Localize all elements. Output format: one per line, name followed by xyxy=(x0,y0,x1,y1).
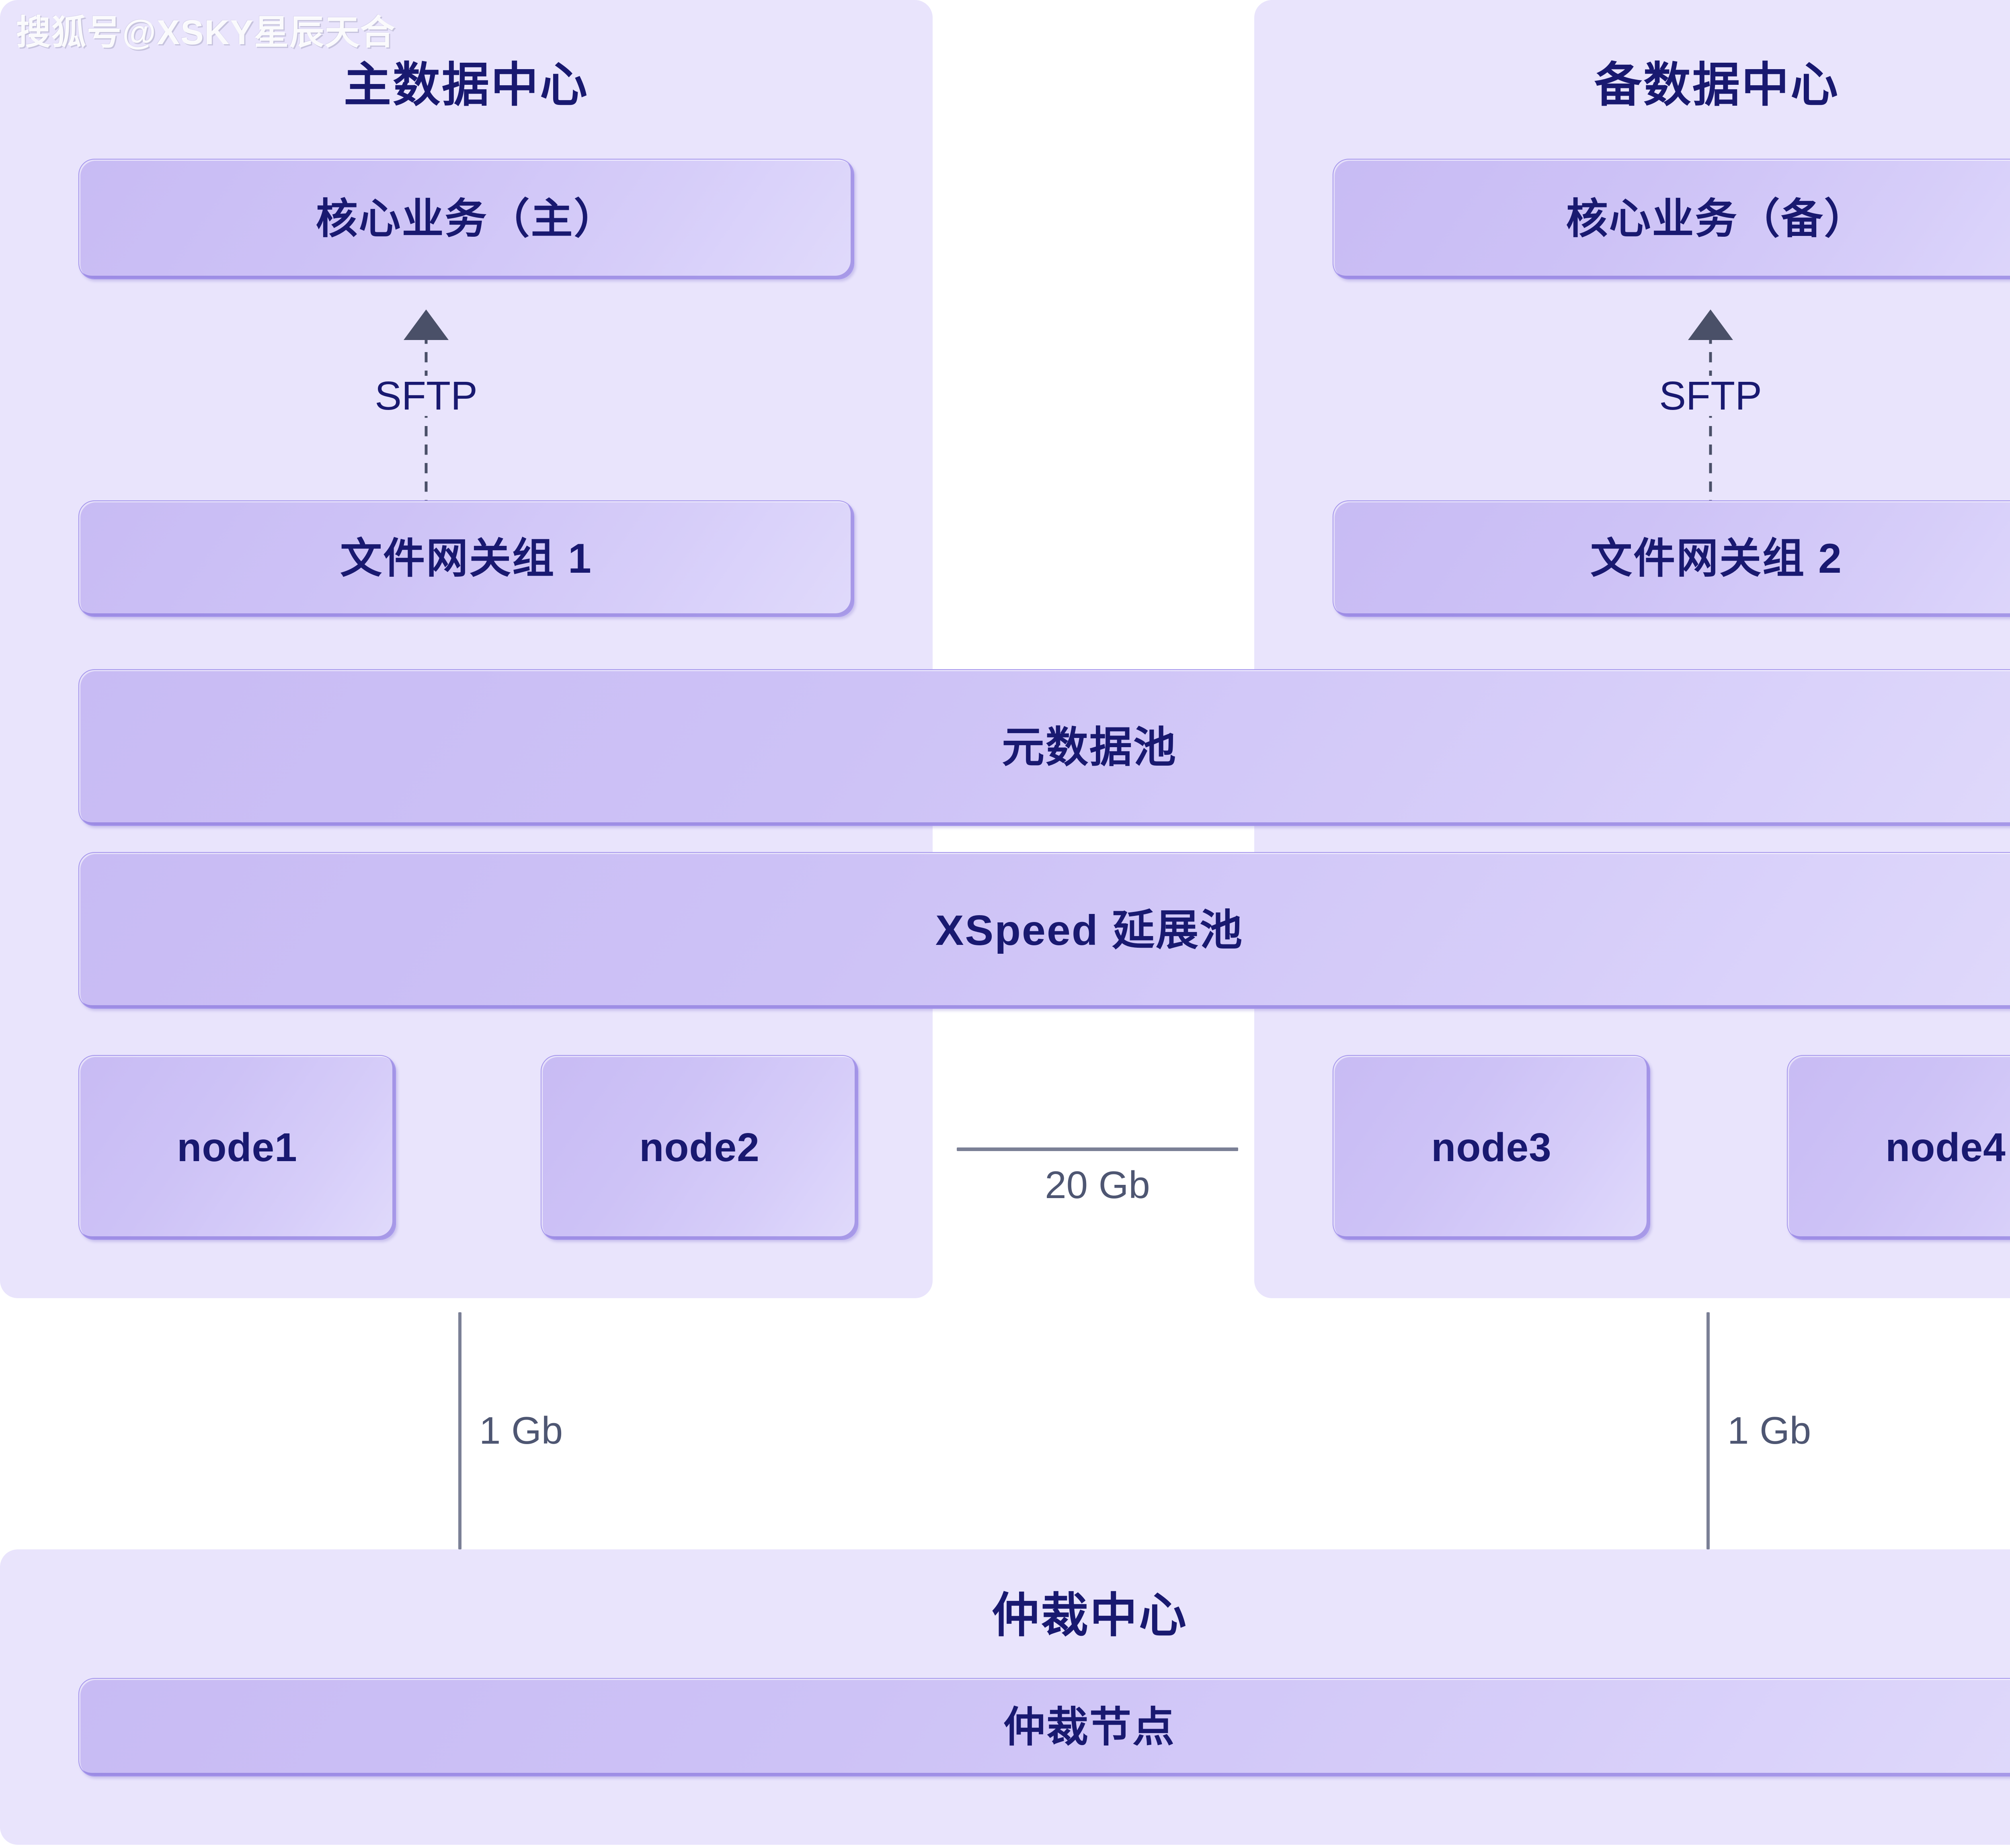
standby-to-arbiter-line xyxy=(1706,1312,1710,1549)
dc-interconnect-label: 20 Gb xyxy=(1045,1164,1150,1207)
primary-sftp-arrowhead-icon xyxy=(404,309,449,340)
primary-file-gateway-box[interactable]: 文件网关组 1 xyxy=(78,500,854,617)
node-box-node4[interactable]: node4 xyxy=(1787,1055,2010,1240)
standby-sftp-label: SFTP xyxy=(1652,376,1769,416)
arbitration-node-label: 仲裁节点 xyxy=(1003,1704,1175,1751)
primary-sftp-label: SFTP xyxy=(367,376,485,416)
arbitration-node-box[interactable]: 仲裁节点 xyxy=(78,1678,2010,1776)
standby-to-arbiter-link: 1 Gb xyxy=(1706,1312,1867,1549)
metadata-pool-bar[interactable]: 元数据池 xyxy=(78,669,2010,826)
primary-to-arbiter-label: 1 Gb xyxy=(479,1409,563,1452)
node-box-node3[interactable]: node3 xyxy=(1333,1055,1650,1240)
node-label-node3: node3 xyxy=(1431,1125,1552,1170)
dc-interconnect-line xyxy=(957,1147,1238,1151)
metadata-pool-label: 元数据池 xyxy=(1002,724,1177,771)
dc-interconnect-link: 20 Gb xyxy=(957,1147,1238,1228)
standby-sftp-connector: SFTP xyxy=(1652,309,1769,510)
xspeed-pool-label: XSpeed 延展池 xyxy=(935,907,1244,954)
standby-file-gateway-box[interactable]: 文件网关组 2 xyxy=(1333,500,2010,617)
standby-sftp-arrowhead-icon xyxy=(1688,309,1733,340)
xspeed-pool-bar[interactable]: XSpeed 延展池 xyxy=(78,852,2010,1009)
standby-core-business-label: 核心业务（备） xyxy=(1566,196,1867,242)
standby-datacenter-title: 备数据中心 xyxy=(1594,59,1840,112)
node-box-node1[interactable]: node1 xyxy=(78,1055,396,1240)
standby-core-business-box[interactable]: 核心业务（备） xyxy=(1333,159,2010,279)
arbitration-center-title: 仲裁中心 xyxy=(991,1589,1188,1642)
primary-core-business-box[interactable]: 核心业务（主） xyxy=(78,159,854,279)
primary-to-arbiter-line xyxy=(458,1312,461,1549)
node-label-node1: node1 xyxy=(177,1125,297,1170)
primary-to-arbiter-link: 1 Gb xyxy=(458,1312,619,1549)
primary-sftp-connector: SFTP xyxy=(367,309,485,510)
node-label-node4: node4 xyxy=(1885,1125,2006,1170)
primary-file-gateway-label: 文件网关组 1 xyxy=(340,535,593,582)
node-label-node2: node2 xyxy=(639,1125,760,1170)
standby-file-gateway-label: 文件网关组 2 xyxy=(1590,535,1843,582)
primary-core-business-label: 核心业务（主） xyxy=(316,196,617,242)
node-box-node2[interactable]: node2 xyxy=(541,1055,858,1240)
standby-to-arbiter-label: 1 Gb xyxy=(1727,1409,1811,1452)
primary-sftp-dashed-line xyxy=(425,334,428,510)
standby-sftp-dashed-line xyxy=(1709,334,1712,510)
primary-datacenter-title: 主数据中心 xyxy=(343,59,589,112)
